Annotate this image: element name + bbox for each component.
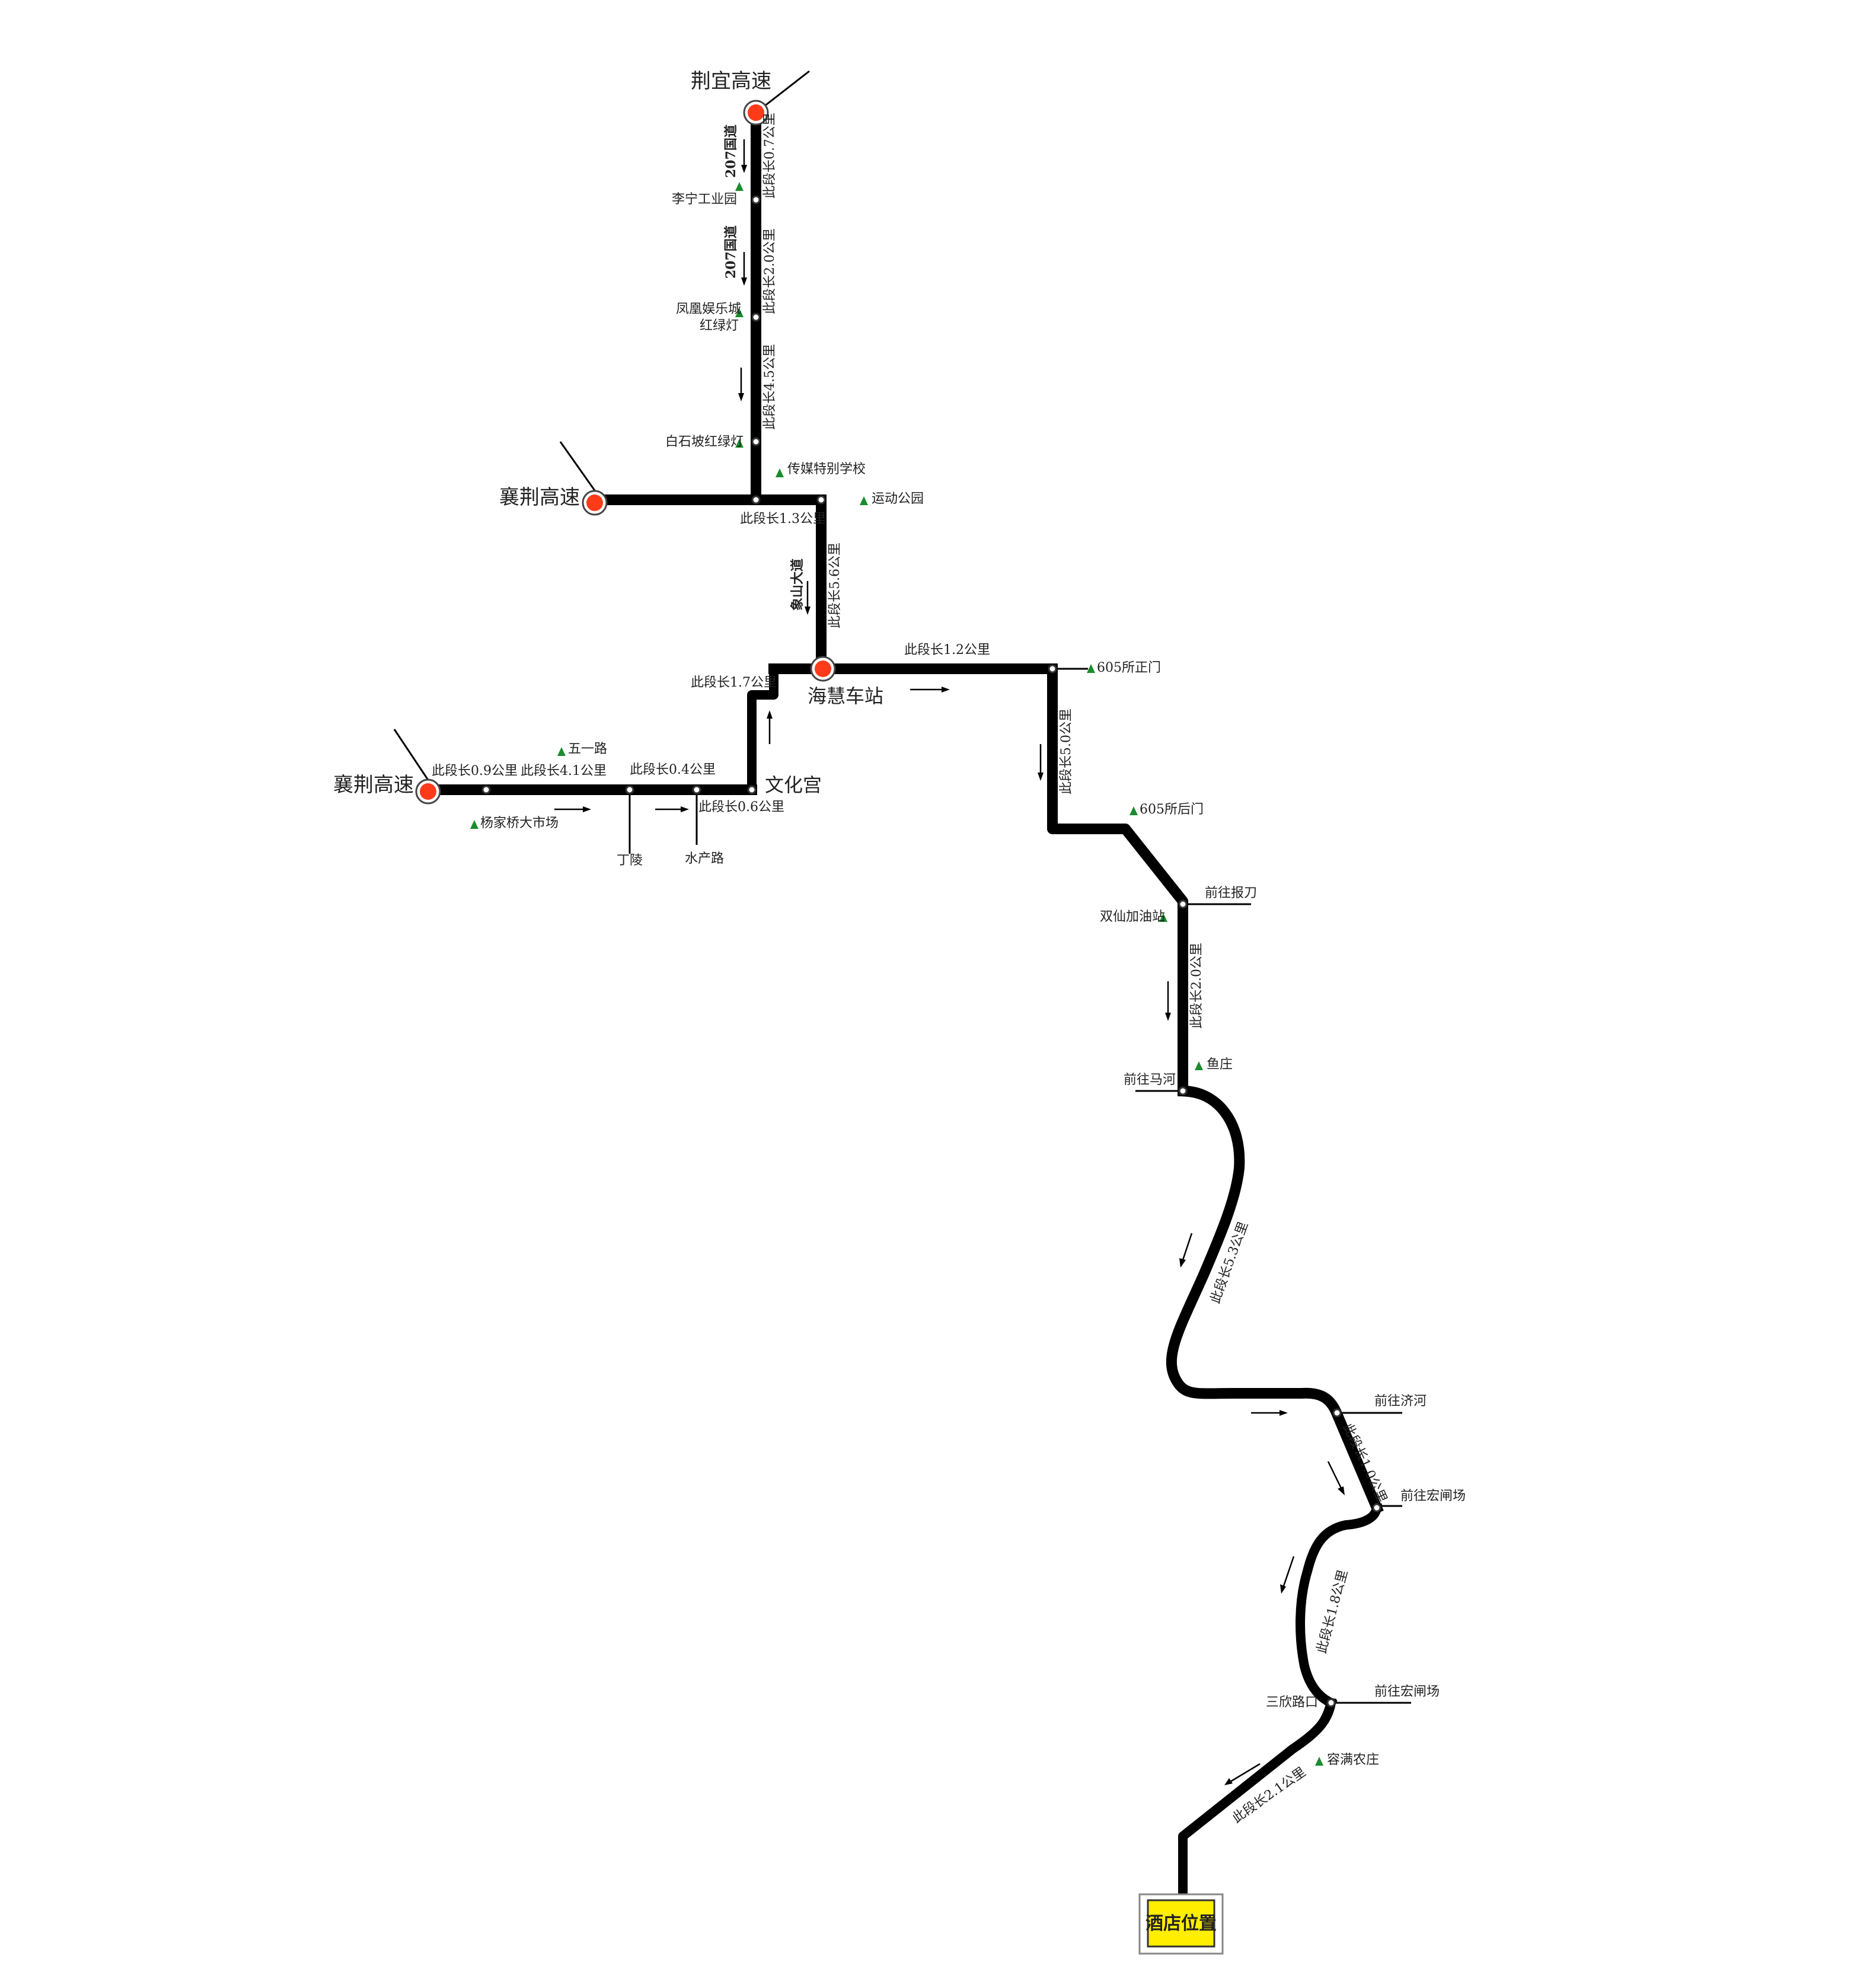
landmark-label-sanshun: 三欣路口 [1266, 1695, 1318, 1710]
landmark-label-dingling: 丁陵 [617, 853, 643, 868]
destination-label-xiangjing-west: 襄荆高速 [333, 773, 414, 797]
landmark-label-lining: 李宁工业园 [672, 192, 737, 207]
landmark-triangle-icon [776, 468, 784, 477]
junction-node [625, 785, 634, 794]
junction-node [751, 312, 761, 322]
segment-length-label: 此段长1.7公里 [691, 675, 777, 690]
landmark-label-chuanyun: 传媒特别学校 [787, 462, 866, 477]
arrow-down-icon [741, 139, 747, 173]
road-name-207-a: 207国道 [723, 125, 739, 178]
direction-arrows [554, 139, 1345, 1785]
direction-label-maohe: 前往马河 [1124, 1073, 1176, 1087]
junction-node [1372, 1503, 1381, 1512]
landmark-triangle-icon [735, 439, 744, 448]
arrow-down-icon [741, 252, 747, 286]
segment-length-label: 此段长1.8公里 [1314, 1568, 1351, 1655]
landmark-label-605-back: 605所后门 [1140, 802, 1204, 817]
landmark-triangle-icon [1087, 664, 1095, 673]
segment-length-label: 此段长5.6公里 [828, 543, 843, 628]
landmark-label-shuangxian: 双仙加油站 [1100, 910, 1165, 924]
landmark-label-shuichanlu: 水产路 [685, 851, 724, 866]
segment-length-label: 此段长0.4公里 [630, 762, 716, 777]
segment-length-label: 此段长1.2公里 [904, 643, 990, 658]
destination-markers [415, 100, 836, 805]
landmark-triangle-icon [470, 820, 478, 829]
arrow-right-icon [554, 806, 591, 812]
segment-length-label: 此段长1.3公里 [740, 512, 826, 526]
junction-node [816, 495, 826, 505]
junction-node [1332, 1408, 1342, 1418]
landmark-label-baishipo: 白石坡红绿灯 [665, 435, 744, 449]
junction-node [481, 785, 491, 794]
landmark-triangle-icon [1159, 913, 1167, 922]
side-roads [393, 70, 1411, 1704]
arrow-right-icon [655, 806, 689, 812]
arrow-down-icon [1038, 744, 1044, 781]
main-road [435, 107, 1384, 1902]
landmark-label-605-front: 605所正门 [1097, 660, 1161, 675]
landmark-triangle-icon [735, 308, 744, 317]
landmark-markers [470, 182, 1323, 1766]
segment-length-label: 此段长4.5公里 [762, 344, 777, 430]
arrow-down-icon [1224, 1763, 1261, 1785]
segment-length-label: 此段长0.7公里 [762, 113, 777, 199]
segment-length-label: 此段长4.1公里 [521, 764, 607, 778]
junction-nodes [481, 195, 1381, 1708]
junction-node [1048, 664, 1057, 674]
arrow-up-icon [767, 710, 773, 744]
station-label-wenhuagong: 文化宫 [765, 774, 822, 796]
direction-label-jihe: 前往济河 [1374, 1394, 1427, 1409]
landmark-triangle-icon [557, 747, 566, 756]
direction-label-hongguang-2: 前往宏闸场 [1374, 1684, 1440, 1699]
landmark-label-rongman: 容满农庄 [1327, 1753, 1379, 1767]
landmark-triangle-icon [1315, 1757, 1323, 1766]
arrow-down-icon [738, 368, 744, 401]
landmark-label-wuyilu: 五一路 [568, 742, 607, 757]
hotel-marker: 酒店位置 [1138, 1893, 1224, 1955]
landmark-label-yundong: 运动公园 [872, 492, 924, 506]
junction-node [692, 785, 701, 794]
landmark-triangle-icon [860, 496, 868, 505]
junction-node [1178, 1086, 1188, 1096]
junction-node [747, 785, 757, 794]
road-name-xiangshan: 象山大道 [790, 559, 805, 611]
junction-node [751, 495, 761, 505]
segment-length-label: 此段长2.0公里 [762, 228, 777, 314]
arrow-down-icon [805, 581, 811, 615]
hotel-label: 酒店位置 [1146, 1913, 1217, 1934]
landmark-label-fenghuang-light: 红绿灯 [700, 318, 739, 333]
direction-label-caidao: 前往报刀 [1205, 886, 1257, 901]
arrow-right-icon [910, 687, 950, 693]
arrow-down-icon [1280, 1556, 1295, 1594]
landmark-label-yangjiaqiao: 杨家桥大市场 [480, 816, 559, 831]
segment-length-label: 此段长2.0公里 [1189, 943, 1204, 1029]
landmark-triangle-icon [1195, 1061, 1203, 1070]
landmark-label-yuzhuang: 鱼庄 [1207, 1057, 1233, 1072]
segment-length-label: 此段长5.0公里 [1059, 709, 1074, 794]
landmark-label-fenghuang: 凤凰娱乐城 [676, 302, 741, 317]
landmark-triangle-icon [735, 182, 744, 191]
direction-label-hongguang-1: 前往宏闸场 [1400, 1489, 1466, 1504]
junction-node [1326, 1698, 1336, 1708]
arrow-down-icon [1179, 1233, 1193, 1268]
segment-length-label: 此段长0.6公里 [698, 800, 784, 815]
road-name-207-b: 207国道 [723, 225, 739, 279]
arrow-down-icon [1327, 1461, 1345, 1495]
arrow-right-icon [1251, 1410, 1288, 1416]
arrow-down-icon [1165, 981, 1171, 1021]
junction-node [751, 437, 761, 446]
landmark-triangle-icon [1129, 806, 1138, 815]
segment-length-label: 此段长0.9公里 [432, 764, 518, 778]
junction-node [1178, 899, 1188, 909]
destination-label-jingyi: 荆宜高速 [691, 69, 771, 93]
junction-node [751, 195, 761, 205]
station-label-haihui: 海慧车站 [808, 685, 883, 707]
destination-label-xiangjing-north: 襄荆高速 [499, 486, 580, 509]
